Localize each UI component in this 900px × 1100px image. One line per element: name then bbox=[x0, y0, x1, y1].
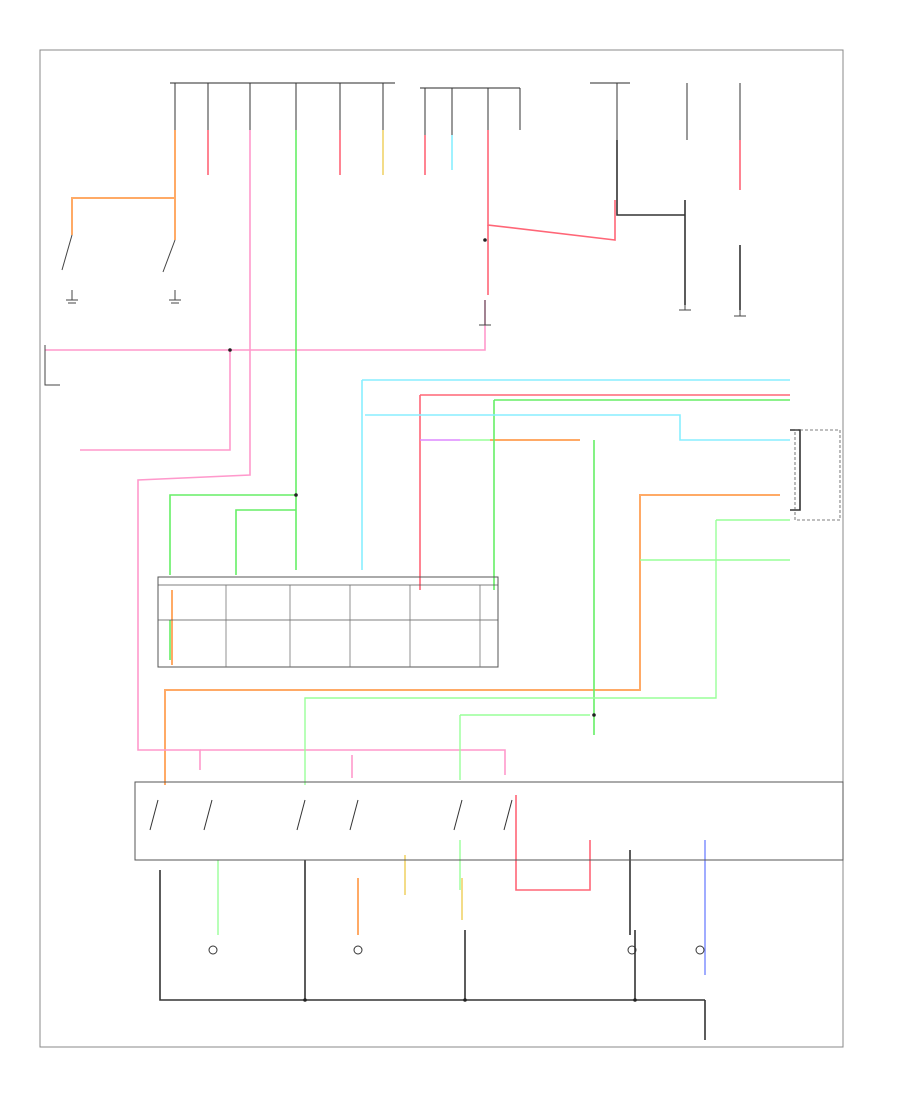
lower-switch-module bbox=[134, 781, 844, 861]
wires-cyan bbox=[361, 135, 790, 570]
lower-module-switches bbox=[149, 799, 513, 831]
wires-pink bbox=[45, 130, 506, 778]
diagram-border bbox=[39, 49, 844, 1048]
middle-module-dividers bbox=[225, 585, 481, 667]
lamp-symbols bbox=[208, 945, 705, 955]
wires-light-green bbox=[217, 439, 790, 935]
top-bus-bars bbox=[170, 82, 630, 89]
junction-dots bbox=[228, 238, 637, 1002]
right-control-module bbox=[794, 429, 841, 521]
ground-symbols bbox=[44, 234, 746, 386]
wires-yellow bbox=[382, 130, 463, 920]
wires-orange bbox=[71, 130, 780, 935]
wires-black bbox=[159, 140, 801, 1040]
middle-switch-module bbox=[157, 576, 499, 668]
fuse-drops bbox=[174, 83, 741, 140]
wires-red bbox=[207, 130, 790, 891]
